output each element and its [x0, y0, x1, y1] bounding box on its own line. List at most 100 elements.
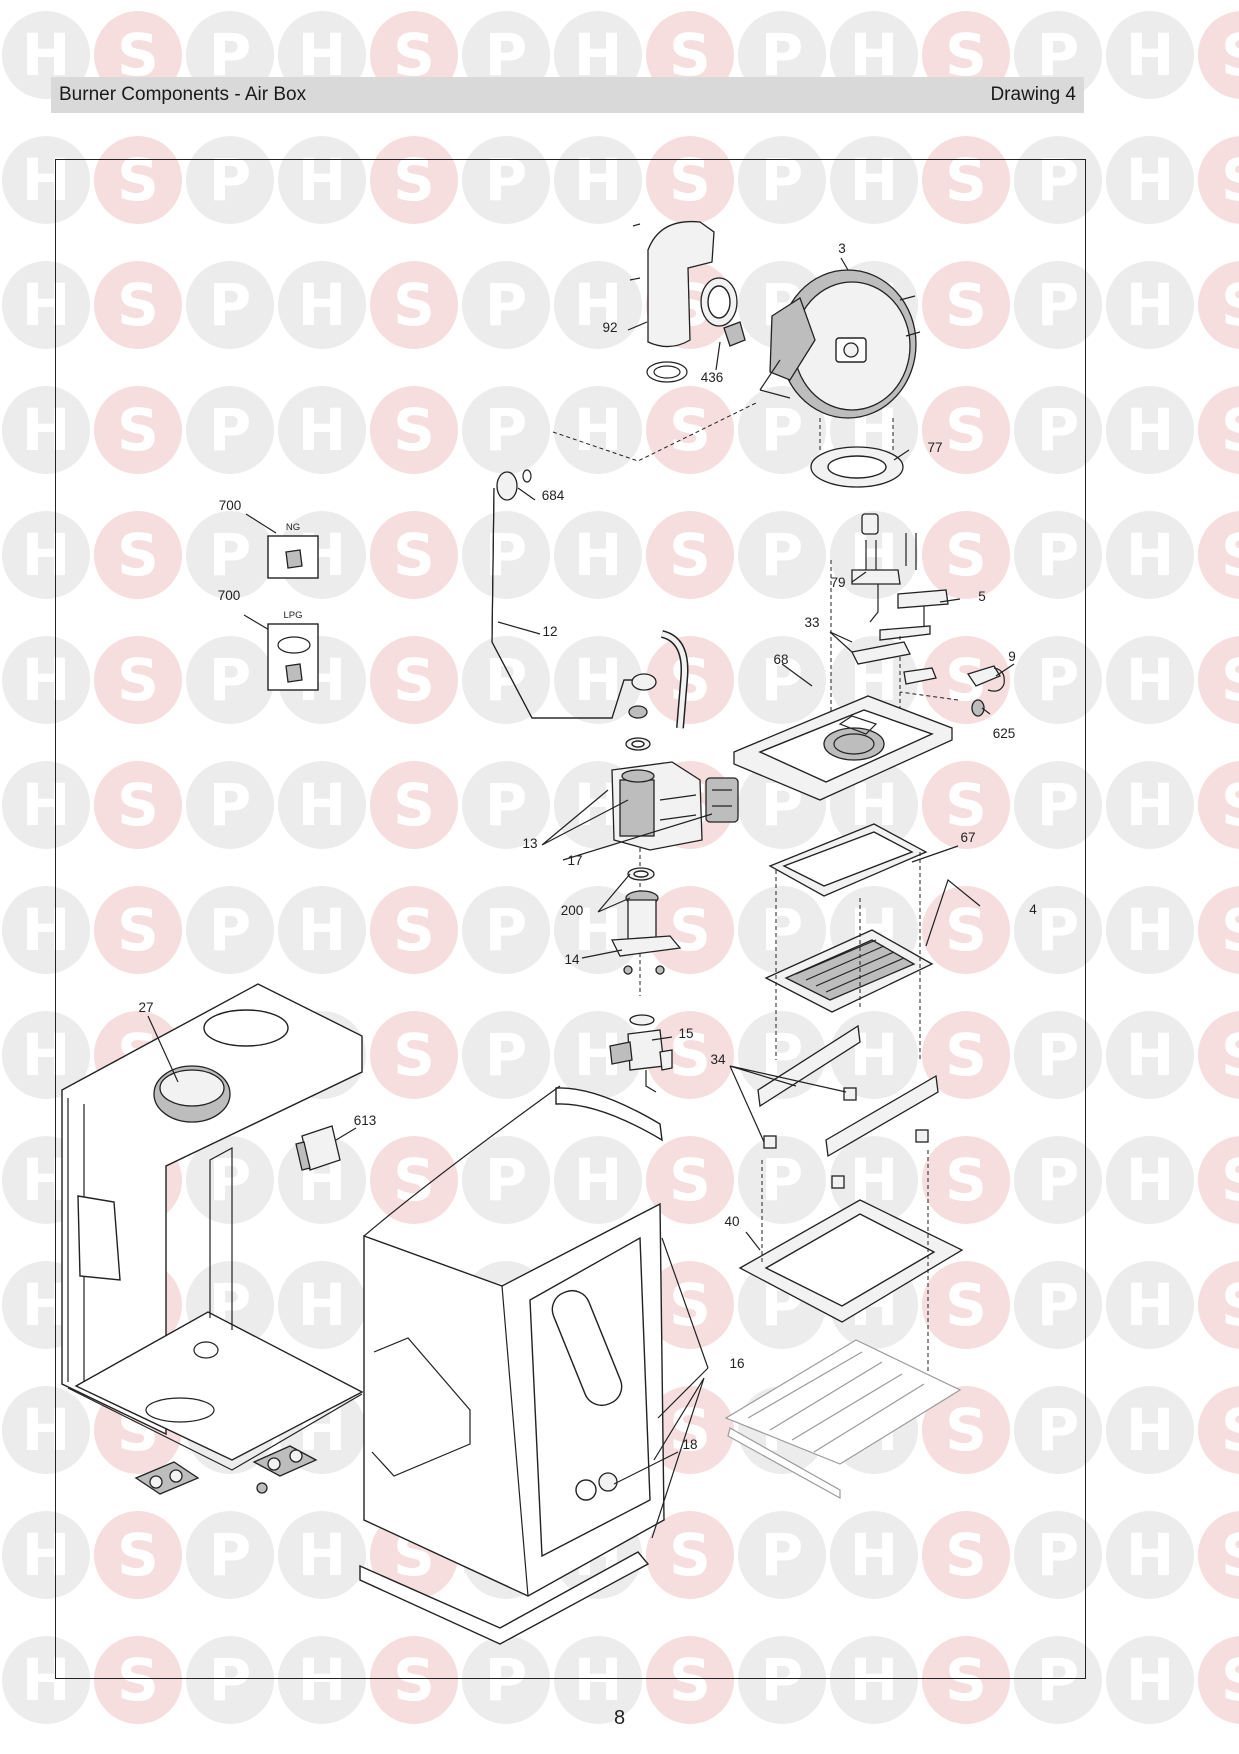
watermark-letter: P: [209, 1521, 252, 1589]
callout-625: 625: [993, 726, 1016, 741]
watermark-disc: [1106, 511, 1194, 599]
watermark-letter: H: [1126, 1271, 1175, 1339]
watermark-letter: P: [761, 646, 804, 714]
callout-684: 684: [542, 488, 565, 503]
watermark-disc: [370, 511, 458, 599]
watermark-disc: [554, 1136, 642, 1224]
watermark-letter: S: [117, 896, 159, 964]
watermark-letter: S: [1221, 896, 1239, 964]
watermark-disc: [922, 1261, 1010, 1349]
watermark-disc: [2, 1011, 90, 1099]
watermark-disc: [1014, 886, 1102, 974]
page-title: Burner Components - Air Box: [59, 84, 307, 105]
watermark-letter: P: [485, 1146, 528, 1214]
watermark-disc: [94, 261, 182, 349]
watermark-disc: [278, 886, 366, 974]
watermark-letter: S: [117, 396, 159, 464]
watermark-letter: H: [574, 271, 623, 339]
watermark-letter: P: [761, 1146, 804, 1214]
watermark-letter: P: [1037, 1146, 1080, 1214]
watermark-letter: S: [117, 646, 159, 714]
watermark-letter: S: [669, 1021, 711, 1089]
watermark-disc: [738, 136, 826, 224]
watermark-letter: H: [22, 1396, 71, 1464]
watermark-disc: [922, 1011, 1010, 1099]
watermark-disc: [554, 636, 642, 724]
watermark-disc: [1014, 1636, 1102, 1724]
watermark-disc: [922, 386, 1010, 474]
watermark-letter: S: [117, 146, 159, 214]
watermark-disc: [1106, 136, 1194, 224]
callout-77: 77: [927, 440, 942, 455]
watermark-disc: [738, 511, 826, 599]
watermark-disc: [2, 386, 90, 474]
watermark-letter: P: [209, 396, 252, 464]
watermark-letter: H: [1126, 521, 1175, 589]
watermark-disc: [462, 1136, 550, 1224]
callout-700-ng: 700: [219, 498, 242, 513]
watermark-disc: [462, 136, 550, 224]
watermark-disc: [738, 886, 826, 974]
watermark-disc: [554, 386, 642, 474]
watermark-disc: [922, 636, 1010, 724]
watermark-disc: [186, 386, 274, 474]
watermark-disc: [1106, 261, 1194, 349]
page-number: 8: [613, 1707, 626, 1729]
watermark-disc: [646, 136, 734, 224]
watermark-letter: S: [1221, 396, 1239, 464]
watermark-disc: [278, 386, 366, 474]
watermark-letter: S: [945, 1646, 987, 1714]
watermark-letter: P: [761, 396, 804, 464]
sensor-625-part: [971, 699, 985, 717]
watermark-disc: [2, 261, 90, 349]
grommets-part: [134, 1445, 318, 1495]
callout-67: 67: [960, 830, 975, 845]
callout-200: 200: [561, 903, 584, 918]
watermark-disc: [1014, 761, 1102, 849]
watermark-letter: P: [761, 896, 804, 964]
watermark-disc: [1198, 1636, 1239, 1724]
watermark-disc: [554, 1011, 642, 1099]
watermark-disc: [94, 636, 182, 724]
watermark-letter: P: [1037, 1521, 1080, 1589]
watermark-letter: H: [298, 771, 347, 839]
watermark-letter: S: [393, 396, 435, 464]
watermark-disc: [1198, 136, 1239, 224]
watermark-letter: H: [574, 1146, 623, 1214]
watermark-disc: [186, 636, 274, 724]
watermark-letter: S: [117, 1646, 159, 1714]
watermark-letter: P: [485, 771, 528, 839]
watermark-letter: S: [1221, 1521, 1239, 1589]
watermark-letter: S: [945, 1521, 987, 1589]
watermark-disc: [1198, 1261, 1239, 1349]
watermark-disc: [370, 886, 458, 974]
chassis-frame-part: [61, 983, 364, 1471]
watermark-disc: [2, 136, 90, 224]
watermark-disc: [1014, 261, 1102, 349]
watermark-letter: H: [298, 396, 347, 464]
burner-gasket-part: [768, 823, 928, 897]
watermark-letter: P: [485, 396, 528, 464]
watermark-disc: [1014, 386, 1102, 474]
watermark-disc: [370, 761, 458, 849]
watermark-letter: S: [669, 1146, 711, 1214]
watermark-letter: S: [669, 1271, 711, 1339]
watermark-disc: [462, 386, 550, 474]
callout-33: 33: [804, 615, 819, 630]
watermark-disc: [462, 636, 550, 724]
watermark-letter: P: [485, 896, 528, 964]
watermark-letter: H: [574, 1646, 623, 1714]
watermark-letter: S: [117, 771, 159, 839]
watermark-disc: [2, 511, 90, 599]
outer-casing-part: [359, 1085, 665, 1645]
lpg-injector-inset: LPG: [267, 610, 319, 691]
watermark-letter: S: [945, 521, 987, 589]
watermark-letter: P: [209, 146, 252, 214]
watermark-letter: P: [485, 646, 528, 714]
watermark-disc: [1014, 1386, 1102, 1474]
watermark-letter: S: [1221, 146, 1239, 214]
watermark-letter: P: [485, 1646, 528, 1714]
burner-mesh-part: [764, 929, 934, 1013]
watermark-letter: H: [1126, 771, 1175, 839]
watermark-letter: S: [1221, 771, 1239, 839]
